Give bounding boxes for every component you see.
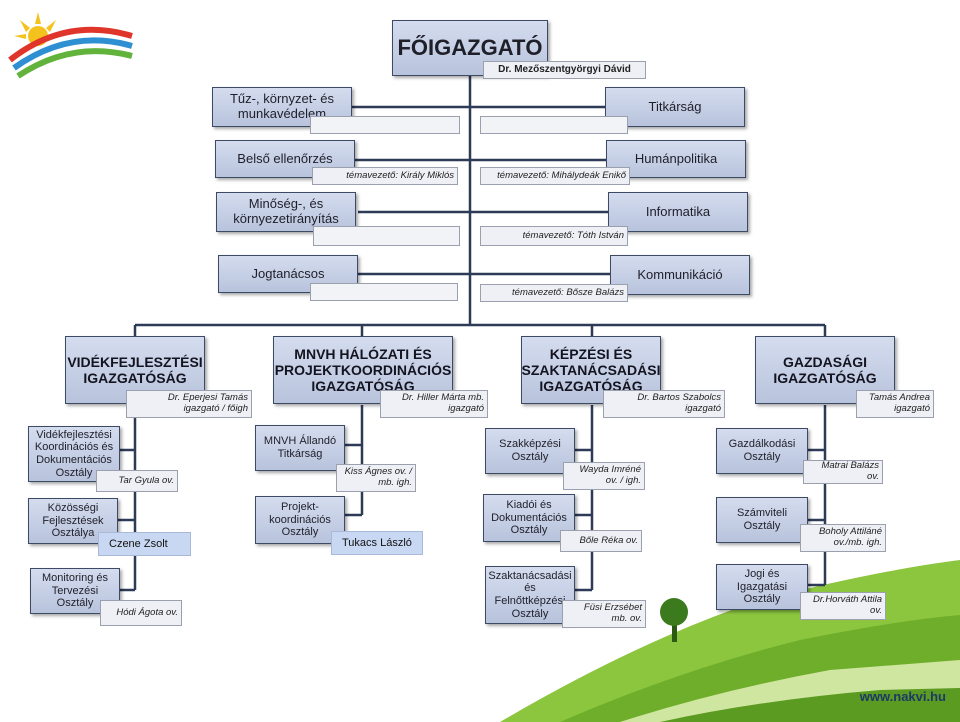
department-box-vocational: Szakképzési Osztály: [485, 428, 575, 474]
director-general-box: FŐIGAZGATÓ: [392, 20, 548, 76]
department-head-vocational: Wayda Imréné ov. / igh.: [563, 462, 645, 490]
staff-box-communication: Kommunikáció: [610, 255, 750, 295]
department-box-accounting: Számviteli Osztály: [716, 497, 808, 543]
department-box-finance: Gazdálkodási Osztály: [716, 428, 808, 474]
staff-label-secretariat: [480, 116, 628, 134]
tree-icon: [660, 598, 688, 642]
department-box-community: Közösségi Fejlesztések Osztálya: [28, 498, 118, 544]
department-head-rd-coordination: Tar Gyula ov.: [96, 470, 178, 492]
department-head-mnvh-secretariat: Kiss Ágnes ov. / mb. igh.: [336, 464, 416, 492]
staff-box-quality: Minőség-, és környezetirányítás: [216, 192, 356, 232]
department-head-publishing: Bőle Réka ov.: [560, 530, 642, 552]
staff-label-internal-audit: témavezető: Király Miklós: [312, 167, 458, 185]
department-box-rd-coordination: Vidékfejlesztési Koordinációs és Dokumen…: [28, 426, 120, 482]
department-box-mnvh-secretariat: MNVH Állandó Titkárság: [255, 425, 345, 471]
staff-label-it: témavezető: Tóth István: [480, 226, 628, 246]
department-box-project-coordination: Projekt-koordinációs Osztály: [255, 496, 345, 544]
staff-box-secretariat: Titkárság: [605, 87, 745, 127]
directorate-head-mnvh: Dr. Hiller Márta mb. igazgató: [380, 390, 488, 418]
department-head-accounting: Boholy Attiláné ov./mb. igh.: [800, 524, 886, 552]
sun-rainbow-logo: [8, 12, 133, 79]
directorate-head-rural-development: Dr. Eperjesi Tamás igazgató / főigh: [126, 390, 252, 418]
website-url: www.nakvi.hu: [859, 689, 946, 704]
staff-box-it: Informatika: [608, 192, 748, 232]
staff-label-hr: témavezető: Mihálydeák Enikő: [480, 167, 630, 185]
directorate-head-economic: Tamás Andrea igazgató: [856, 390, 934, 418]
staff-box-internal-audit: Belső ellenőrzés: [215, 140, 355, 178]
staff-label-fire-safety: [310, 116, 460, 134]
department-head-finance: Matrai Balázs ov.: [803, 460, 883, 484]
staff-label-legal: [310, 283, 458, 301]
department-head-monitoring: Hódi Ágota ov.: [100, 600, 182, 626]
staff-label-communication: témavezető: Bősze Balázs: [480, 284, 628, 302]
department-box-publishing: Kiadói és Dokumentációs Osztály: [483, 494, 575, 542]
department-box-advisory: Szaktanácsadási és Felnőttképzési Osztál…: [485, 566, 575, 624]
department-head-legal-admin: Dr.Horváth Attila ov.: [800, 592, 886, 620]
directorate-head-training: Dr. Bartos Szabolcs igazgató: [603, 390, 725, 418]
department-head-advisory: Füsi Erzsébet mb. ov.: [562, 600, 646, 628]
staff-label-quality: [313, 226, 460, 246]
department-box-legal-admin: Jogi és Igazgatási Osztály: [716, 564, 808, 610]
department-head-community: Czene Zsolt: [98, 532, 191, 556]
department-head-project-coordination: Tukacs László: [331, 531, 423, 555]
director-general-name: Dr. Mezőszentgyörgyi Dávid: [483, 61, 646, 79]
